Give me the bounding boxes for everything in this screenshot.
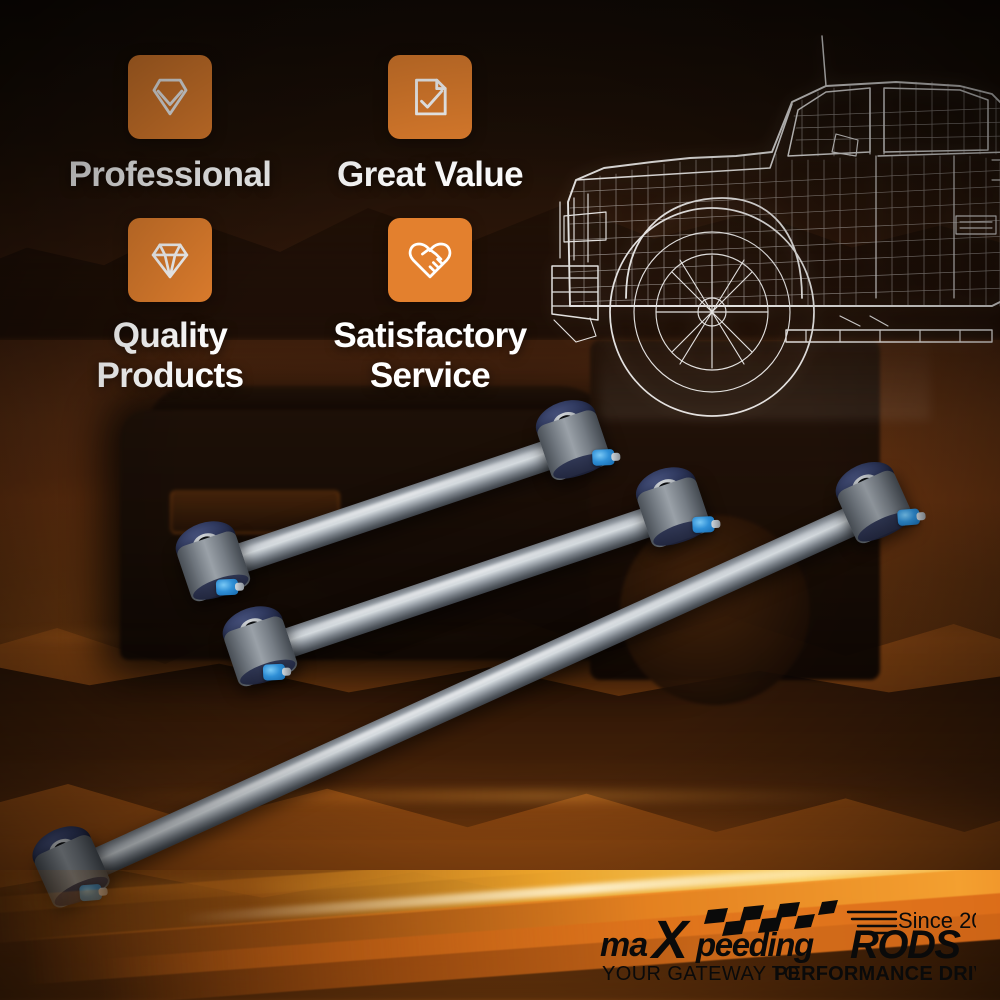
feature-list: Professional Great Value <box>40 55 560 397</box>
speed-lines-icon <box>846 910 898 935</box>
feature-label: Professional <box>68 155 272 194</box>
brand-name-peeding: peeding <box>695 926 814 963</box>
document-check-icon <box>388 55 472 139</box>
handshake-heart-icon <box>388 217 472 302</box>
brand-banner: Since 2006 ma X peeding RODS YOUR GATEWA… <box>0 870 1000 1000</box>
brand-name-rods: RODS <box>850 923 961 967</box>
feature-row-2: Quality Products Satisfactory Service <box>40 217 560 397</box>
wireframe-reflection <box>600 330 930 420</box>
brand-since: Since 2006 <box>898 908 976 933</box>
feature-professional[interactable]: Professional <box>40 55 300 196</box>
feature-label: Quality Products <box>96 315 244 396</box>
light-streak <box>100 790 900 802</box>
brand-tagline-light: YOUR GATEWAY TO <box>602 963 800 985</box>
feature-label: Great Value <box>336 155 524 194</box>
feature-quality-products[interactable]: Quality Products <box>40 217 300 397</box>
brand-name-x: X <box>649 910 691 970</box>
brand-name-ma: ma <box>600 926 647 964</box>
feature-satisfactory-service[interactable]: Satisfactory Service <box>300 217 560 397</box>
checkered-flag-icon <box>704 900 838 936</box>
diamond-icon <box>128 217 212 302</box>
brand-logo[interactable]: Since 2006 ma X peeding RODS YOUR GATEWA… <box>596 900 976 986</box>
brand-tagline-bold: PERFORMANCE DRIVING <box>774 963 976 985</box>
gem-chevron-icon <box>128 55 212 139</box>
feature-label: Satisfactory Service <box>333 315 527 396</box>
feature-great-value[interactable]: Great Value <box>300 55 560 196</box>
feature-row-1: Professional Great Value <box>40 55 560 196</box>
